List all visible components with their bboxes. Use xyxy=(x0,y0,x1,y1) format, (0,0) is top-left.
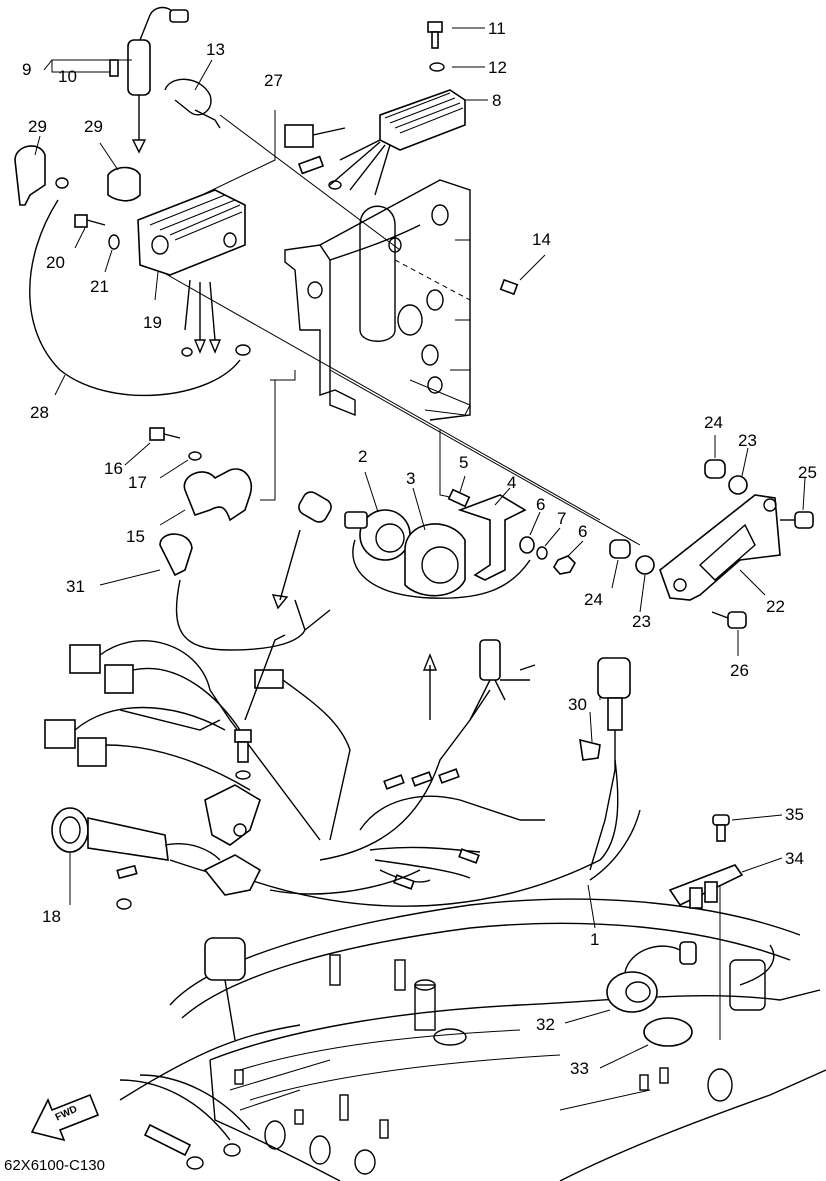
callout-labels: 11 12 8 13 9 10 27 29 29 14 20 21 19 28 … xyxy=(4,19,817,1174)
cap-29-left xyxy=(14,145,46,206)
cdi-unit xyxy=(137,189,246,357)
callout-16: 16 xyxy=(104,459,123,478)
callout-18: 18 xyxy=(42,907,61,926)
callout-22: 22 xyxy=(766,597,785,616)
screw-5 xyxy=(447,488,471,508)
callout-2: 2 xyxy=(358,447,367,466)
ground-lead xyxy=(29,177,251,397)
grommet-24a xyxy=(704,459,726,479)
callout-6a: 6 xyxy=(536,495,545,514)
callout-11: 11 xyxy=(488,19,506,38)
callout-13: 13 xyxy=(206,40,225,59)
callout-23-bottom: 23 xyxy=(632,612,651,631)
callout-32: 32 xyxy=(536,1015,555,1034)
callout-leaders xyxy=(34,27,806,1069)
rectifier-regulator xyxy=(284,89,466,196)
callout-1: 1 xyxy=(590,930,599,949)
battery-cables xyxy=(119,937,251,1170)
wire-harness xyxy=(44,634,641,907)
plate-33 xyxy=(643,1017,693,1047)
callout-14: 14 xyxy=(532,230,551,249)
bolt-20 xyxy=(74,214,88,228)
fuse-holder xyxy=(109,6,189,154)
callout-23-top: 23 xyxy=(738,431,757,450)
clamp xyxy=(164,78,221,129)
bolt-11 xyxy=(427,21,443,49)
bolt-16 xyxy=(149,427,181,441)
neutral-switch xyxy=(271,491,332,610)
callout-25: 25 xyxy=(798,463,817,482)
holder-34 xyxy=(668,864,744,909)
callout-29-right: 29 xyxy=(84,117,103,136)
bottom-cowling xyxy=(119,898,826,1181)
callout-4: 4 xyxy=(507,473,516,492)
callout-34: 34 xyxy=(785,849,804,868)
harness-clamp xyxy=(203,729,262,896)
callout-15: 15 xyxy=(126,527,145,546)
grommet-32 xyxy=(606,941,697,1013)
callout-27: 27 xyxy=(264,71,283,90)
bolt-20-shaft xyxy=(86,219,106,226)
bracket-4 xyxy=(457,494,527,581)
mounting-plate xyxy=(284,179,471,421)
callout-5: 5 xyxy=(459,453,468,472)
callout-29-left: 29 xyxy=(28,117,47,136)
callout-26: 26 xyxy=(730,661,749,680)
callout-33: 33 xyxy=(570,1059,589,1078)
callout-30: 30 xyxy=(568,695,587,714)
nut-6b xyxy=(553,555,576,575)
grommet-24b xyxy=(609,539,631,559)
callout-12: 12 xyxy=(488,58,507,77)
diagram-code: 62X6100-C130 xyxy=(4,1157,105,1174)
screw-14 xyxy=(499,278,519,296)
part-3 xyxy=(404,523,466,597)
bracket-loop xyxy=(352,539,531,599)
bolt-26 xyxy=(711,611,747,629)
callout-8: 8 xyxy=(492,91,501,110)
callout-28: 28 xyxy=(30,403,49,422)
cap-29-right xyxy=(107,166,141,202)
callout-24-bottom: 24 xyxy=(584,590,603,609)
callout-31: 31 xyxy=(66,577,85,596)
washer-7 xyxy=(536,546,548,560)
callout-9: 9 xyxy=(22,60,31,79)
main-plug xyxy=(51,807,221,910)
lead-30 xyxy=(579,657,631,871)
washer-21 xyxy=(108,234,120,250)
nut-6a xyxy=(519,536,535,554)
washer-17 xyxy=(188,451,202,461)
washer-12 xyxy=(429,62,445,72)
callout-35: 35 xyxy=(785,805,804,824)
callout-6b: 6 xyxy=(578,522,587,541)
callout-19: 19 xyxy=(143,313,162,332)
clamp-15 xyxy=(183,468,252,522)
bolt-25 xyxy=(780,511,814,529)
bolt-35 xyxy=(712,814,730,842)
collar-23a xyxy=(728,475,748,495)
bracket-22 xyxy=(659,494,781,601)
callout-17: 17 xyxy=(128,473,147,492)
callout-20: 20 xyxy=(46,253,65,272)
callout-3: 3 xyxy=(406,469,415,488)
part-2 xyxy=(344,509,411,561)
callout-21: 21 xyxy=(90,277,109,296)
collar-23b xyxy=(635,555,655,575)
lead-31 xyxy=(159,533,331,651)
fwd-arrow: FWD xyxy=(30,1093,100,1142)
callout-7: 7 xyxy=(557,509,566,528)
callout-10: 10 xyxy=(58,67,77,86)
callout-24-top: 24 xyxy=(704,413,723,432)
